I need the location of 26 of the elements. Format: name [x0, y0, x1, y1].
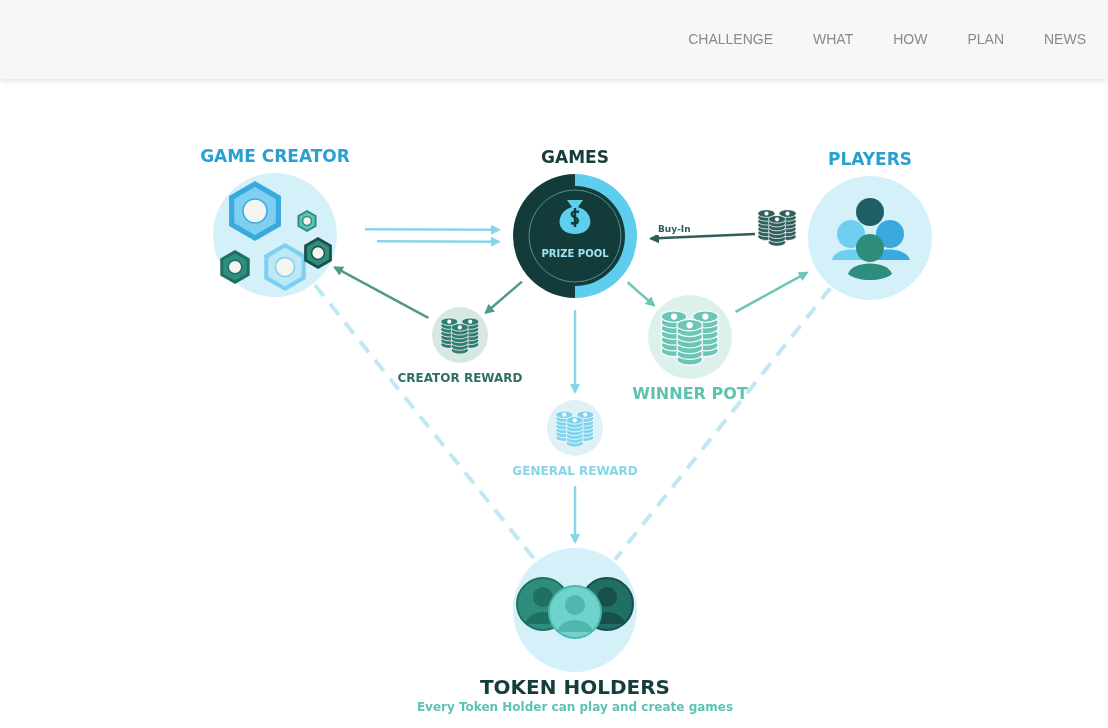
edge-label: Buy-In	[656, 223, 693, 235]
nav-link: HOW	[893, 30, 928, 49]
arrow	[484, 280, 523, 315]
node-title: PLAYERS	[827, 148, 913, 170]
arrow	[570, 310, 580, 394]
arrow	[570, 486, 580, 544]
node-label: PRIZE POOL	[540, 247, 610, 261]
node-title: WINNER POT	[632, 383, 748, 405]
arrow	[734, 271, 809, 314]
dashed-line	[613, 286, 832, 562]
node-subtitle: Every Token Holder can play and create games	[416, 699, 734, 716]
arrow	[365, 224, 501, 235]
dashed-line	[313, 283, 537, 562]
nav-link: NEWS	[1044, 30, 1086, 49]
arrow	[648, 232, 756, 244]
node-title: GAMES	[541, 146, 609, 168]
node-title: CREATOR REWARD	[397, 370, 523, 387]
node-title: GAME CREATOR	[200, 145, 350, 167]
nav-link: WHAT	[813, 30, 854, 49]
node-title: GENERAL REWARD	[512, 463, 638, 480]
node-title: TOKEN HOLDERS	[479, 676, 671, 698]
nav-link: CHALLENGE	[688, 30, 773, 49]
nav-link: PLAN	[967, 30, 1004, 49]
arrow	[333, 266, 429, 319]
arrow	[376, 236, 501, 247]
arrow	[626, 281, 656, 307]
